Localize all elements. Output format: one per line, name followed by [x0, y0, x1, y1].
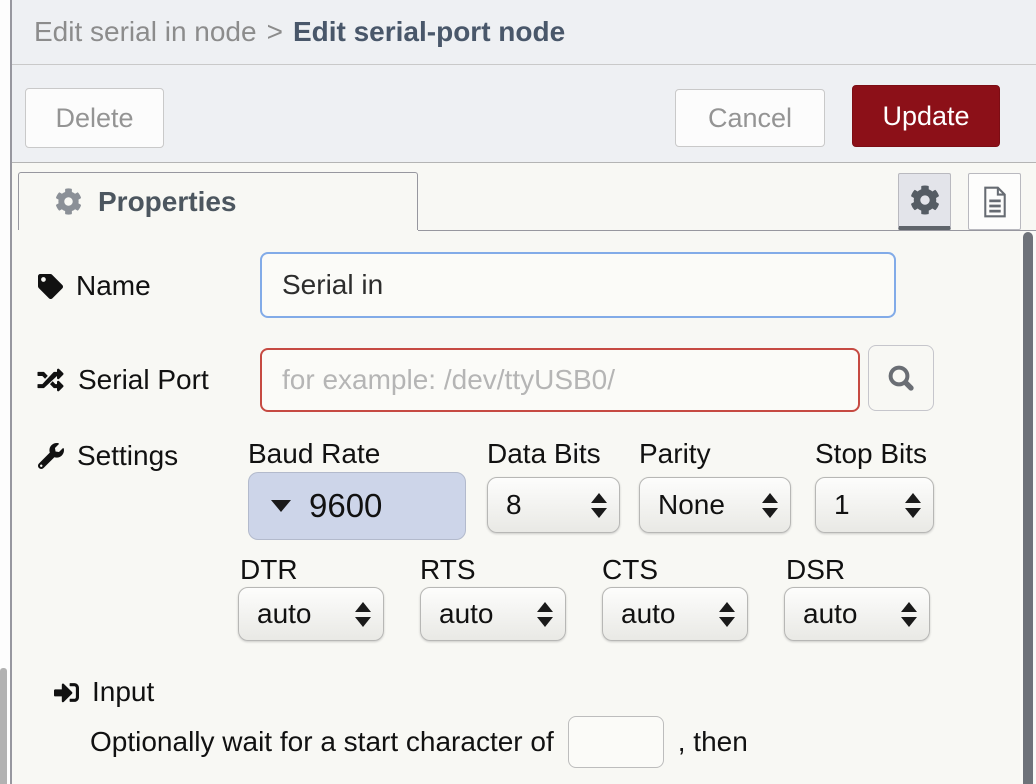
tab-underline — [418, 230, 1036, 231]
dsr-label: DSR — [786, 554, 846, 585]
parity-value: None — [658, 489, 725, 520]
data-bits-value: 8 — [506, 489, 522, 520]
search-icon — [885, 362, 917, 394]
cts-value: auto — [621, 598, 676, 629]
wait-text-before: Optionally wait for a start character of — [90, 726, 554, 757]
updown-arrows-icon — [905, 492, 921, 518]
settings-label-text: Settings — [77, 440, 179, 471]
data-bits-label: Data Bits — [487, 438, 601, 469]
dtr-label: DTR — [240, 554, 298, 585]
updown-arrows-icon — [901, 601, 917, 627]
name-label: Name — [38, 270, 151, 302]
gear-icon — [55, 188, 82, 215]
gear-icon — [910, 185, 940, 215]
left-scrollbar-thumb[interactable] — [0, 668, 7, 784]
serial-port-label-text: Serial Port — [78, 364, 209, 395]
window-left-gutter — [0, 0, 10, 784]
tab-properties-label: Properties — [98, 185, 237, 217]
baud-rate-label: Baud Rate — [248, 438, 381, 469]
scrollbar-thumb[interactable] — [1023, 232, 1033, 784]
serial-port-search-button[interactable] — [868, 345, 934, 411]
scrollbar-track[interactable] — [1020, 231, 1036, 784]
tag-icon — [38, 273, 63, 299]
stop-bits-select[interactable]: 1 — [815, 477, 934, 533]
stop-bits-value: 1 — [834, 489, 850, 520]
tray-toolbar: Delete Cancel Update — [12, 65, 1036, 163]
parity-select[interactable]: None — [639, 477, 791, 533]
start-character-input[interactable] — [567, 716, 664, 768]
wait-text-after: , then — [677, 726, 748, 757]
rts-value: auto — [439, 598, 494, 629]
updown-arrows-icon — [355, 601, 371, 627]
updown-arrows-icon — [719, 601, 735, 627]
chevron-down-icon — [271, 500, 291, 512]
baud-rate-select[interactable]: 9600 — [248, 472, 466, 540]
updown-arrows-icon — [591, 492, 607, 518]
cts-select[interactable]: auto — [602, 587, 748, 641]
wrench-icon — [38, 443, 64, 469]
serial-port-input[interactable] — [260, 348, 860, 412]
dtr-value: auto — [257, 598, 312, 629]
document-icon — [981, 186, 1009, 218]
stop-bits-label: Stop Bits — [815, 438, 928, 469]
breadcrumb-separator: > — [266, 16, 283, 47]
wait-start-character-row: Optionally wait for a start character of… — [90, 716, 748, 768]
baud-rate-value: 9600 — [309, 487, 383, 524]
serial-port-label: Serial Port — [36, 364, 209, 396]
edit-node-tray: Edit serial in node > Edit serial-port n… — [10, 0, 1036, 784]
input-section-label-text: Input — [92, 676, 155, 707]
data-bits-select[interactable]: 8 — [487, 477, 620, 533]
updown-arrows-icon — [762, 492, 778, 518]
name-input[interactable] — [260, 252, 896, 318]
update-button[interactable]: Update — [852, 85, 1000, 147]
tray-header: Edit serial in node > Edit serial-port n… — [12, 0, 1036, 65]
rts-select[interactable]: auto — [420, 587, 566, 641]
cancel-button[interactable]: Cancel — [675, 89, 825, 147]
random-icon — [36, 367, 65, 393]
breadcrumb-current: Edit serial-port node — [292, 16, 566, 47]
sign-in-icon — [54, 680, 79, 705]
name-label-text: Name — [76, 270, 151, 301]
cts-label: CTS — [602, 554, 658, 585]
node-settings-button[interactable] — [898, 173, 951, 230]
breadcrumb-parent[interactable]: Edit serial in node — [34, 16, 257, 47]
delete-button[interactable]: Delete — [25, 88, 164, 148]
dtr-select[interactable]: auto — [238, 587, 384, 641]
parity-label: Parity — [639, 438, 711, 469]
tab-properties[interactable]: Properties — [18, 172, 418, 230]
dsr-value: auto — [803, 598, 858, 629]
settings-label: Settings — [38, 440, 178, 472]
rts-label: RTS — [420, 554, 476, 585]
dsr-select[interactable]: auto — [784, 587, 930, 641]
node-description-button[interactable] — [968, 173, 1021, 230]
updown-arrows-icon — [537, 601, 553, 627]
input-section-label: Input — [54, 676, 154, 708]
